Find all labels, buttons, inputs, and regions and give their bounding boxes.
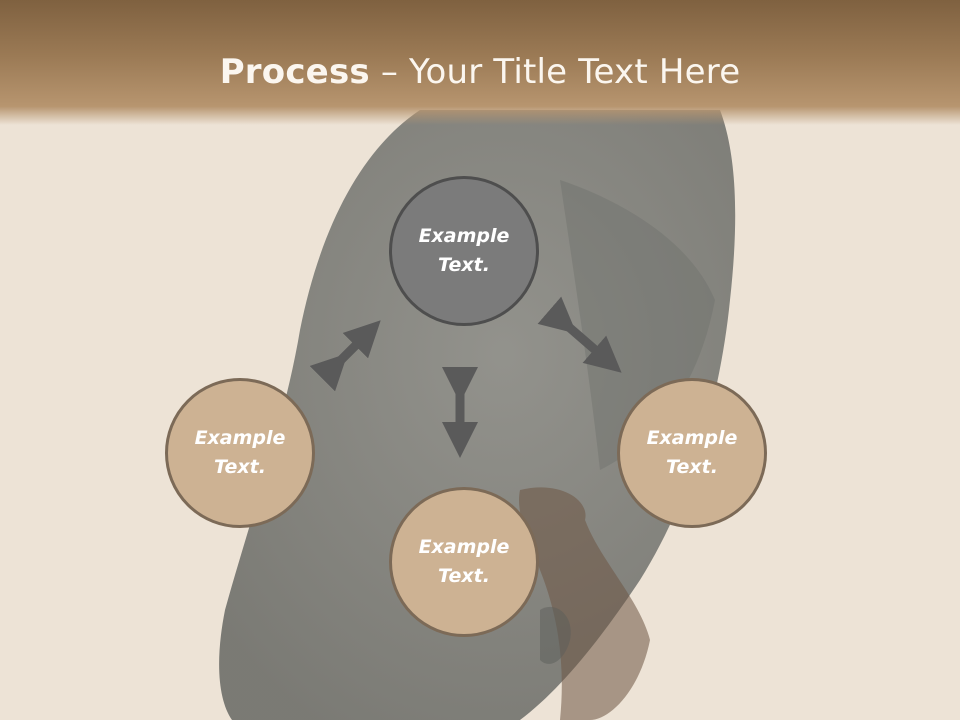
node-top-line2: Text. [438, 254, 490, 276]
node-bottom-line2: Text. [438, 565, 490, 587]
title-bold: Process [219, 52, 370, 92]
slide-title: Process – Your Title Text Here [0, 52, 960, 92]
arrow-top-left [309, 320, 381, 392]
node-right-line2: Text. [666, 456, 718, 478]
node-left-line2: Text. [214, 456, 266, 478]
arrow-top-right [537, 296, 622, 373]
node-top: Example Text. [389, 176, 539, 326]
node-right: Example Text. [617, 378, 767, 528]
node-bottom-line1: Example [418, 536, 510, 558]
node-left-line1: Example [194, 427, 286, 449]
node-bottom: Example Text. [389, 487, 539, 637]
title-rest: – Your Title Text Here [369, 52, 741, 92]
title-bar [0, 0, 960, 125]
node-top-line1: Example [418, 225, 510, 247]
node-right-line1: Example [646, 427, 738, 449]
node-left: Example Text. [165, 378, 315, 528]
